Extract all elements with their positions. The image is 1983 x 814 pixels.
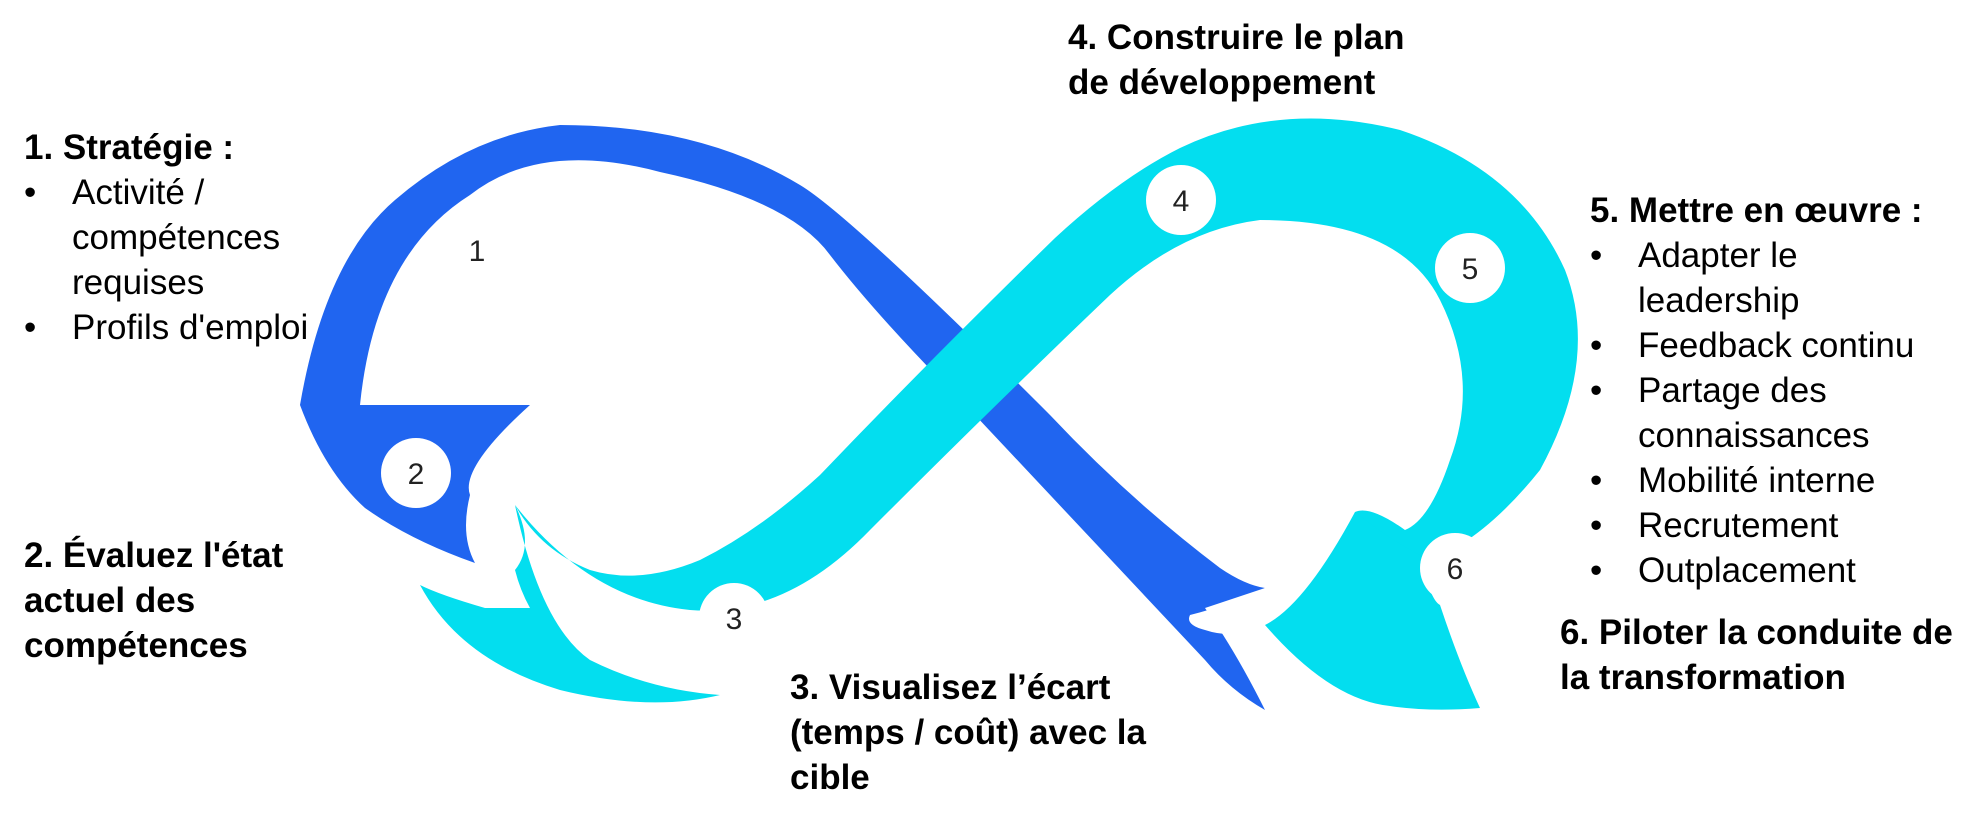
step-6-label: 6. Piloter la conduite de la transformat… <box>1560 610 1960 700</box>
step-1-bullet: Profils d'emploi <box>24 305 354 350</box>
step-1-bullet: Activité / compétences requises <box>24 170 354 305</box>
step-5-bullet: Outplacement <box>1590 548 1960 593</box>
badge-5: 5 <box>1435 233 1505 303</box>
step-3-title: 3. Visualisez l’écart (temps / coût) ave… <box>790 668 1146 797</box>
step-2-label: 2. Évaluez l'état actuel des compétences <box>24 533 324 668</box>
step-5-label: 5. Mettre en œuvre : Adapter le leadersh… <box>1590 188 1960 593</box>
step-5-title: 5. Mettre en œuvre : <box>1590 191 1923 230</box>
gap-left <box>470 495 520 560</box>
svg-text:4: 4 <box>1173 185 1190 218</box>
cyan-band <box>515 118 1578 611</box>
step-5-bullet: Recrutement <box>1590 503 1960 548</box>
badge-3: 3 <box>699 583 769 653</box>
gap-right <box>1189 588 1265 634</box>
step-5-bullets: Adapter le leadership Feedback continu P… <box>1590 233 1960 593</box>
svg-text:6: 6 <box>1447 553 1464 586</box>
badge-6: 6 <box>1420 533 1490 603</box>
step-5-bullet: Partage des connaissances <box>1590 368 1938 458</box>
step-1-title: 1. Stratégie : <box>24 128 235 167</box>
svg-text:3: 3 <box>726 603 743 636</box>
step-4-label: 4. Construire le plan de développement <box>1068 15 1448 105</box>
step-6-title: 6. Piloter la conduite de la transformat… <box>1560 613 1953 697</box>
cyan-arrowhead <box>1265 512 1480 710</box>
step-5-bullet: Mobilité interne <box>1590 458 1960 503</box>
svg-text:1: 1 <box>469 235 486 268</box>
badge-2: 2 <box>381 438 451 508</box>
badge-1: 1 <box>442 215 512 285</box>
step-1-label: 1. Stratégie : Activité / compétences re… <box>24 125 354 350</box>
step-4-title: 4. Construire le plan de développement <box>1068 18 1405 102</box>
step-5-bullet: Feedback continu <box>1590 323 1960 368</box>
svg-text:5: 5 <box>1462 253 1479 286</box>
step-3-label: 3. Visualisez l’écart (temps / coût) ave… <box>790 665 1160 800</box>
svg-text:2: 2 <box>408 458 425 491</box>
step-1-bullets: Activité / compétences requises Profils … <box>24 170 354 350</box>
step-2-title: 2. Évaluez l'état actuel des compétences <box>24 536 284 665</box>
badge-4: 4 <box>1146 165 1216 235</box>
step-5-bullet: Adapter le leadership <box>1590 233 1848 323</box>
cyan-tail <box>420 505 720 703</box>
